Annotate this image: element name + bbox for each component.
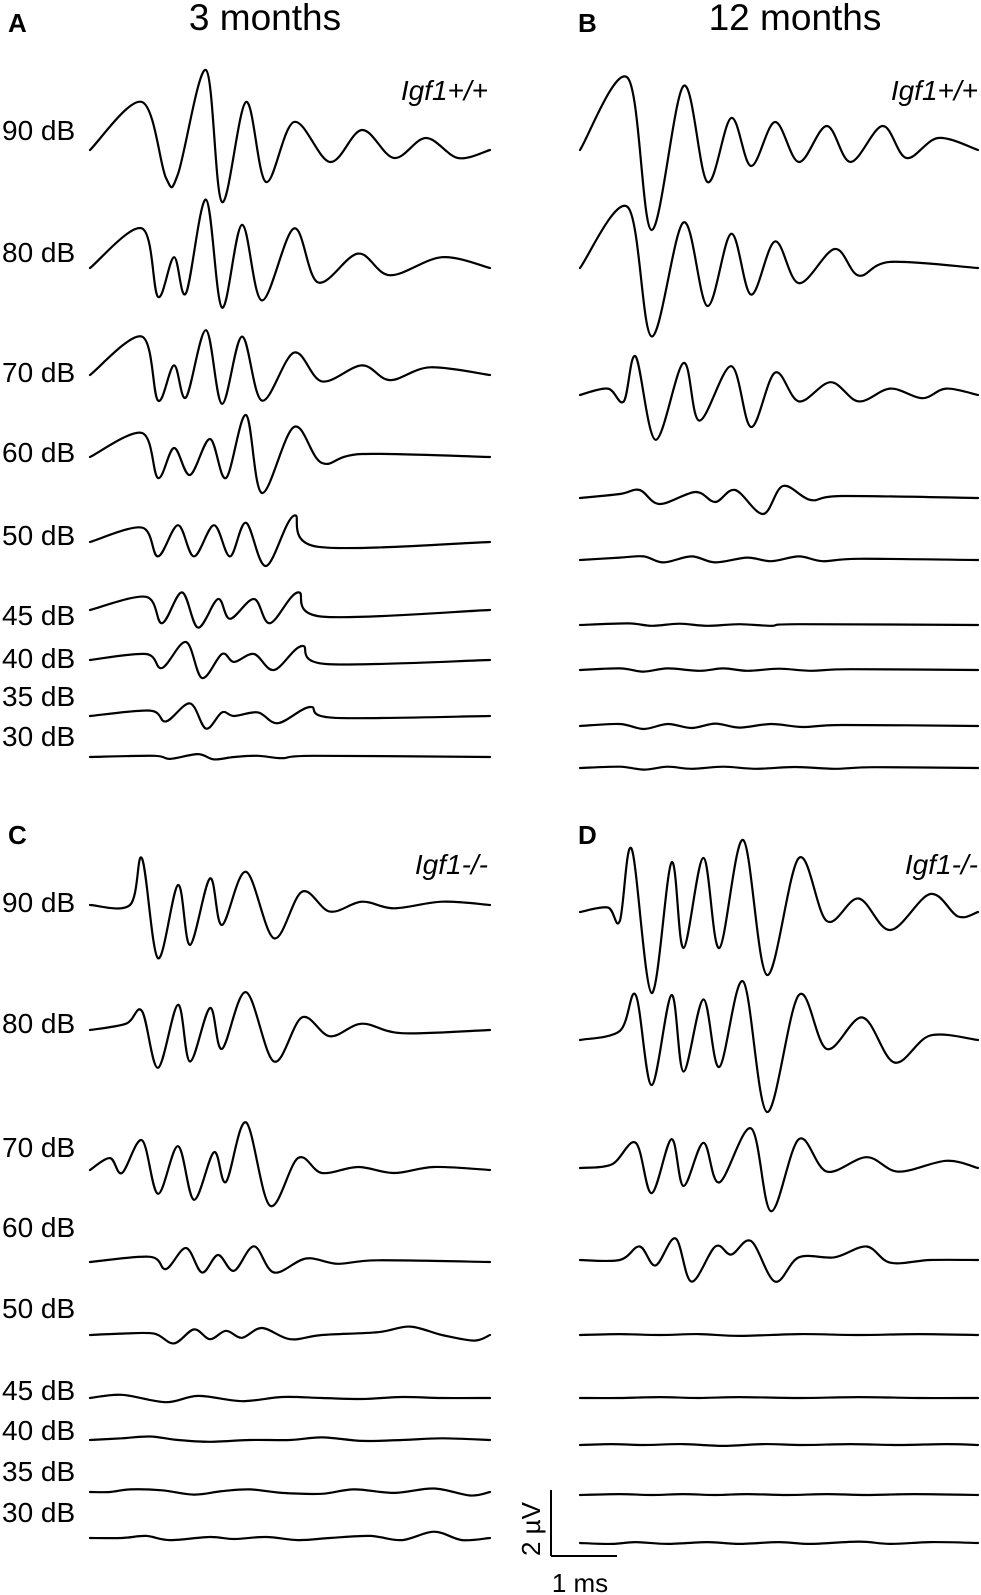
level-label-c-70db: 70 dB [2, 1132, 75, 1163]
trace-b-35db [578, 722, 980, 731]
level-label-a-45db: 45 dB [2, 600, 75, 631]
trace-a-80db [88, 198, 492, 309]
level-label-a-50db: 50 dB [2, 520, 75, 551]
column-title-3-months: 3 months [189, 0, 341, 38]
scale-bar-voltage-label: 2 µV [516, 1501, 546, 1556]
trace-c-60db [88, 1245, 492, 1274]
trace-c-70db [88, 1121, 492, 1207]
trace-b-90db [578, 75, 980, 232]
trace-b-40db [578, 667, 980, 673]
level-label-c-60db: 60 dB [2, 1212, 75, 1243]
level-label-a-40db: 40 dB [2, 643, 75, 674]
level-label-c-90db: 90 dB [2, 887, 75, 918]
panel-letter-a: A [8, 8, 27, 38]
level-label-a-90db: 90 dB [2, 115, 75, 146]
trace-d-70db [578, 1127, 980, 1213]
trace-b-30db [578, 765, 980, 771]
trace-a-90db [88, 68, 492, 204]
trace-b-60db [578, 484, 980, 516]
trace-d-60db [578, 1237, 980, 1283]
level-label-c-30db: 30 dB [2, 1497, 75, 1528]
trace-a-30db [88, 752, 492, 761]
trace-a-60db [88, 413, 492, 495]
trace-a-35db [88, 702, 492, 730]
column-title-12-months: 12 months [709, 0, 882, 38]
trace-c-45db [88, 1393, 492, 1404]
trace-a-50db [88, 514, 492, 568]
trace-c-35db [88, 1487, 492, 1497]
genotype-label-b: Igf1+/+ [891, 75, 978, 106]
level-label-c-40db: 40 dB [2, 1415, 75, 1446]
trace-a-45db [88, 591, 492, 629]
level-label-a-30db: 30 dB [2, 721, 75, 752]
panel-d-traces [578, 838, 980, 1546]
trace-b-50db [578, 555, 980, 564]
trace-c-50db [88, 1325, 492, 1345]
panel-b-traces [578, 75, 980, 771]
level-label-c-80db: 80 dB [2, 1008, 75, 1039]
trace-c-90db [88, 856, 492, 960]
trace-d-45db [578, 1396, 980, 1400]
trace-b-70db [578, 355, 980, 441]
genotype-label-a: Igf1+/+ [401, 75, 488, 106]
trace-c-40db [88, 1435, 492, 1443]
level-label-c-50db: 50 dB [2, 1293, 75, 1324]
trace-d-50db [578, 1332, 980, 1337]
trace-d-40db [578, 1442, 980, 1447]
panel-letter-d: D [578, 820, 597, 850]
genotype-label-c: Igf1-/- [415, 849, 488, 880]
level-label-a-60db: 60 dB [2, 437, 75, 468]
panel-letter-b: B [578, 8, 597, 38]
trace-d-30db [578, 1540, 980, 1546]
genotype-label-d: Igf1-/- [905, 849, 978, 880]
trace-b-45db [578, 622, 980, 627]
panel-a-traces: 90 dB 80 dB 70 dB 60 dB 50 dB 45 dB 40 dB 35 dB… [2, 68, 492, 761]
trace-c-80db [88, 991, 492, 1069]
trace-a-40db [88, 640, 492, 680]
trace-c-30db [88, 1530, 492, 1542]
level-label-a-80db: 80 dB [2, 237, 75, 268]
level-label-a-35db: 35 dB [2, 681, 75, 712]
trace-a-70db [88, 329, 492, 405]
scale-bar-time-label: 1 ms [552, 1568, 608, 1595]
trace-d-90db [578, 838, 980, 995]
level-label-c-45db: 45 dB [2, 1375, 75, 1406]
scale-bar: 2 µV 1 ms [516, 1490, 617, 1595]
panel-c-traces: 90 dB 80 dB 70 dB 60 dB 50 dB 45 dB 40 dB 35 dB… [2, 856, 492, 1542]
trace-d-35db [578, 1493, 980, 1497]
level-label-c-35db: 35 dB [2, 1456, 75, 1487]
trace-b-80db [578, 204, 980, 338]
trace-d-80db [578, 980, 980, 1114]
level-label-a-70db: 70 dB [2, 357, 75, 388]
panel-letter-c: C [8, 820, 27, 850]
